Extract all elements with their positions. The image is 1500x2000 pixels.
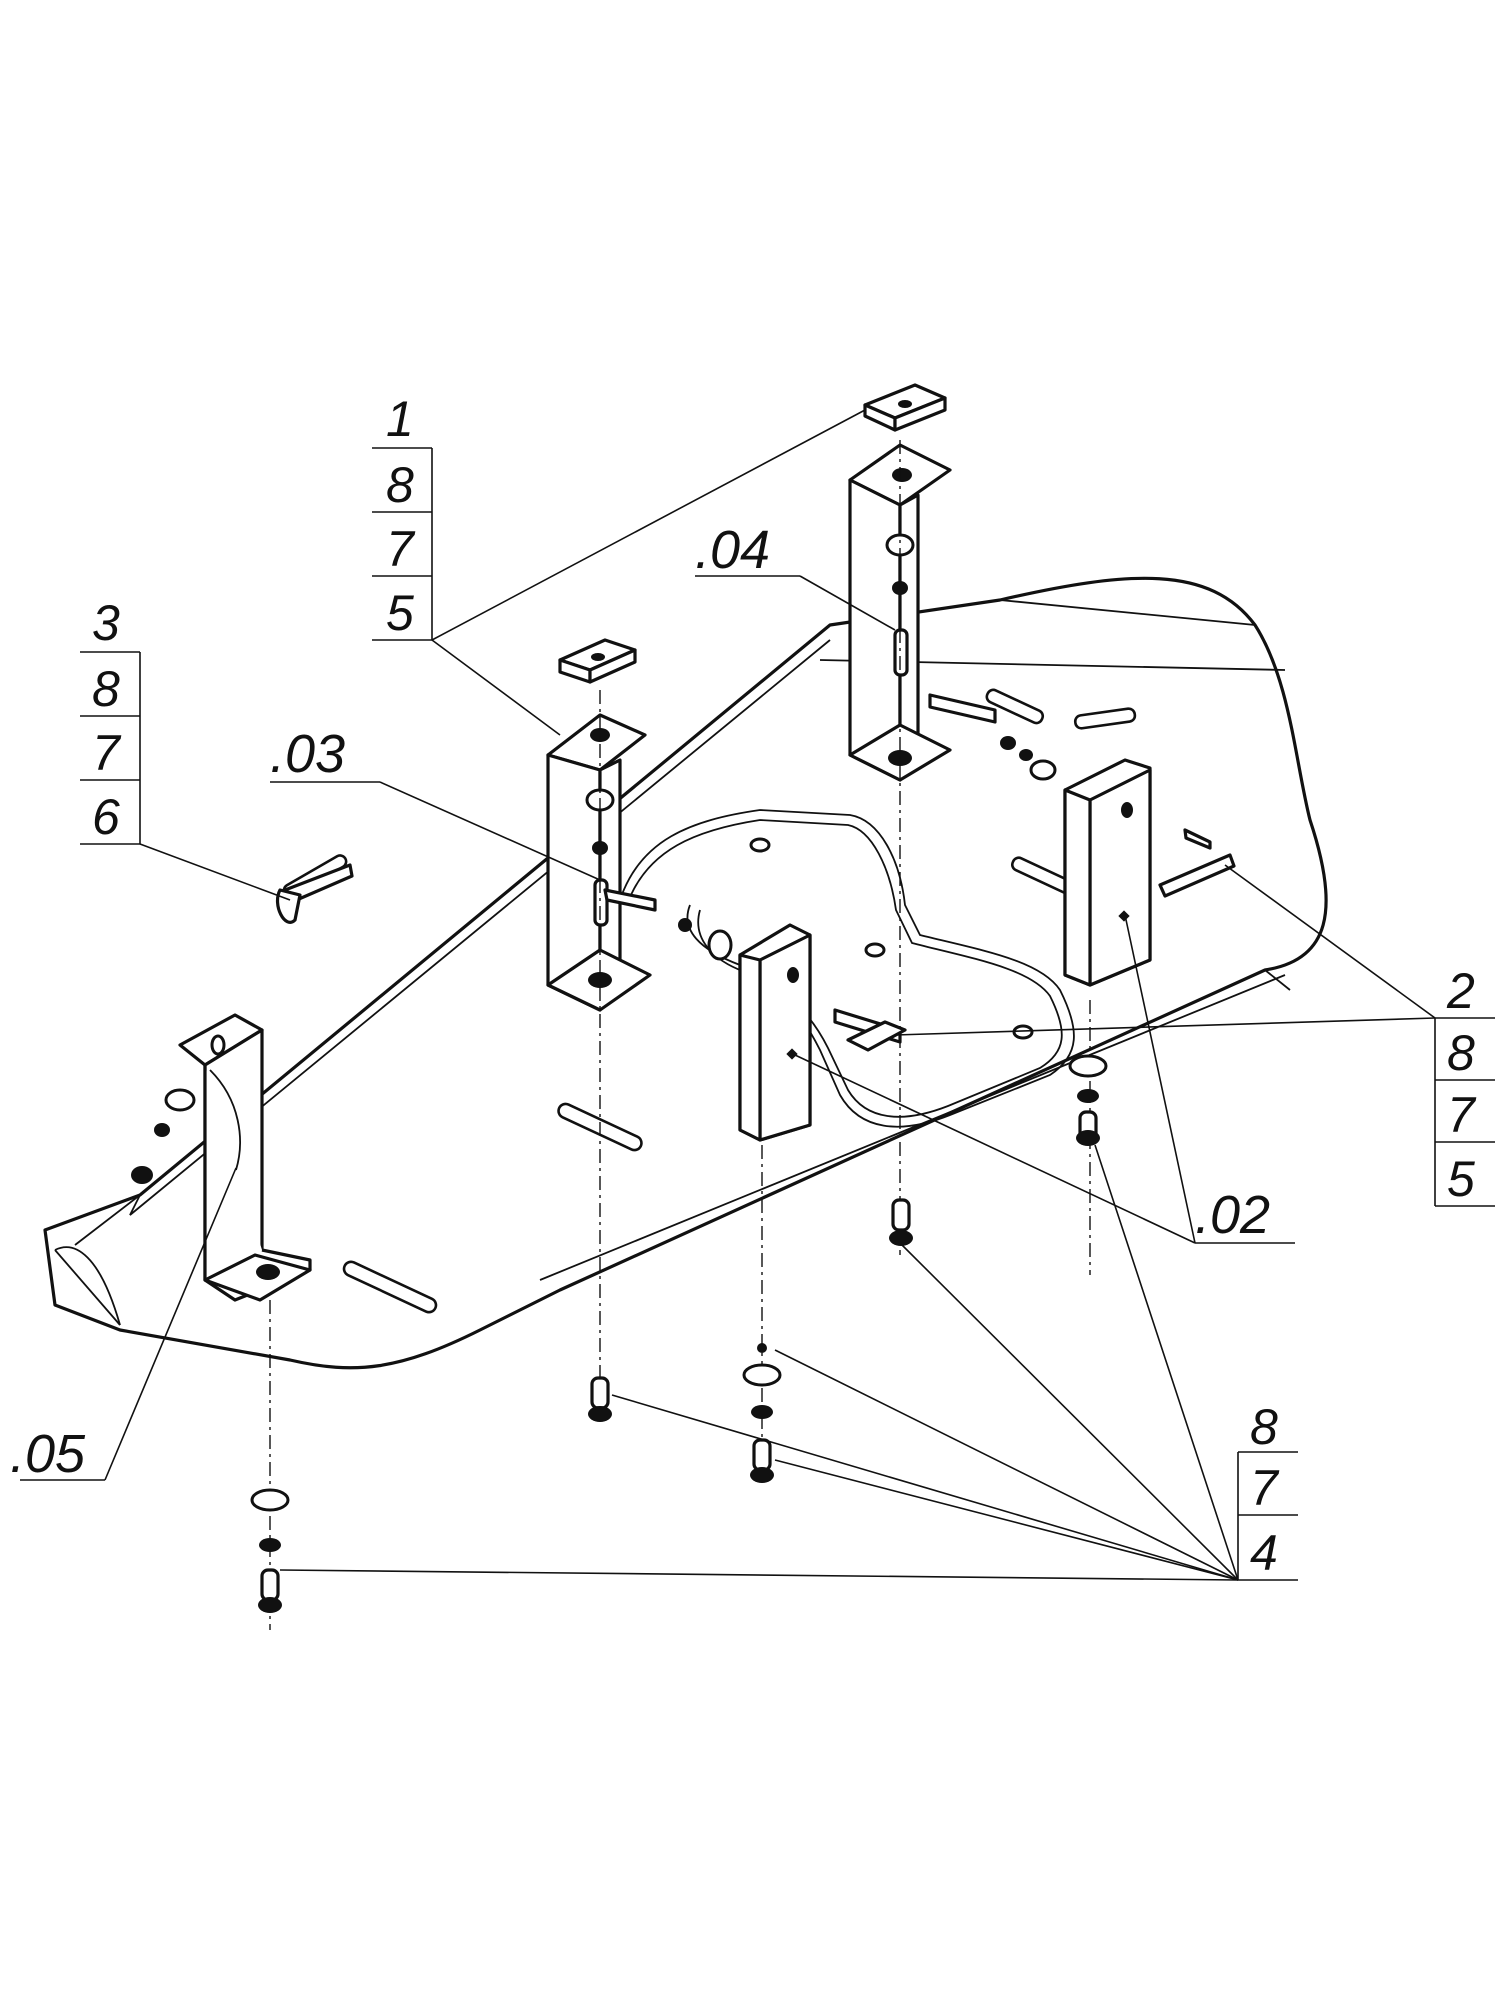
stack-right-item: 5 (1447, 1151, 1475, 1207)
stack-bottom-item: 4 (1250, 1525, 1278, 1581)
stack-left-item: 3 (92, 595, 120, 651)
stack-bottom: 8 7 4 (1250, 1399, 1280, 1581)
bracket-02-right (1063, 758, 1152, 987)
callout-05: .05 (10, 1424, 86, 1484)
clip-plate-right (863, 383, 947, 432)
stack-left: 3 8 7 6 (92, 595, 122, 845)
callout-04: .04 (695, 520, 770, 580)
fasteners-bottom (250, 1054, 1108, 1613)
stack-top: 1 8 7 5 (386, 391, 416, 641)
stack-top-item: 1 (386, 391, 414, 447)
stack-right-item: 2 (1446, 963, 1475, 1019)
stack-right: 2 8 7 5 (1446, 963, 1477, 1207)
stack-top-item: 5 (386, 585, 414, 641)
leader-lines (20, 409, 1495, 1581)
bracket-02-middle (738, 923, 812, 1142)
stack-right-item: 7 (1447, 1087, 1477, 1143)
stack-left-item: 8 (92, 661, 120, 717)
callout-02: .02 (1195, 1185, 1270, 1245)
clip-plate-left (558, 638, 637, 684)
callout-labels: .04 .03 .02 .05 (10, 520, 1270, 1484)
stack-right-item: 8 (1447, 1025, 1475, 1081)
stack-top-item: 8 (386, 457, 414, 513)
stack-bottom-item: 8 (1250, 1399, 1278, 1455)
bracket-05 (178, 1013, 312, 1302)
stack-left-item: 7 (92, 725, 122, 781)
bolt-right (928, 693, 1236, 898)
stack-bottom-item: 7 (1250, 1460, 1280, 1516)
side-bolts (131, 1088, 196, 1184)
stack-top-item: 7 (386, 521, 416, 577)
stack-left-item: 6 (92, 789, 120, 845)
skid-plate (43, 576, 1328, 1370)
callout-03: .03 (270, 724, 345, 784)
bracket-03 (546, 713, 657, 1012)
